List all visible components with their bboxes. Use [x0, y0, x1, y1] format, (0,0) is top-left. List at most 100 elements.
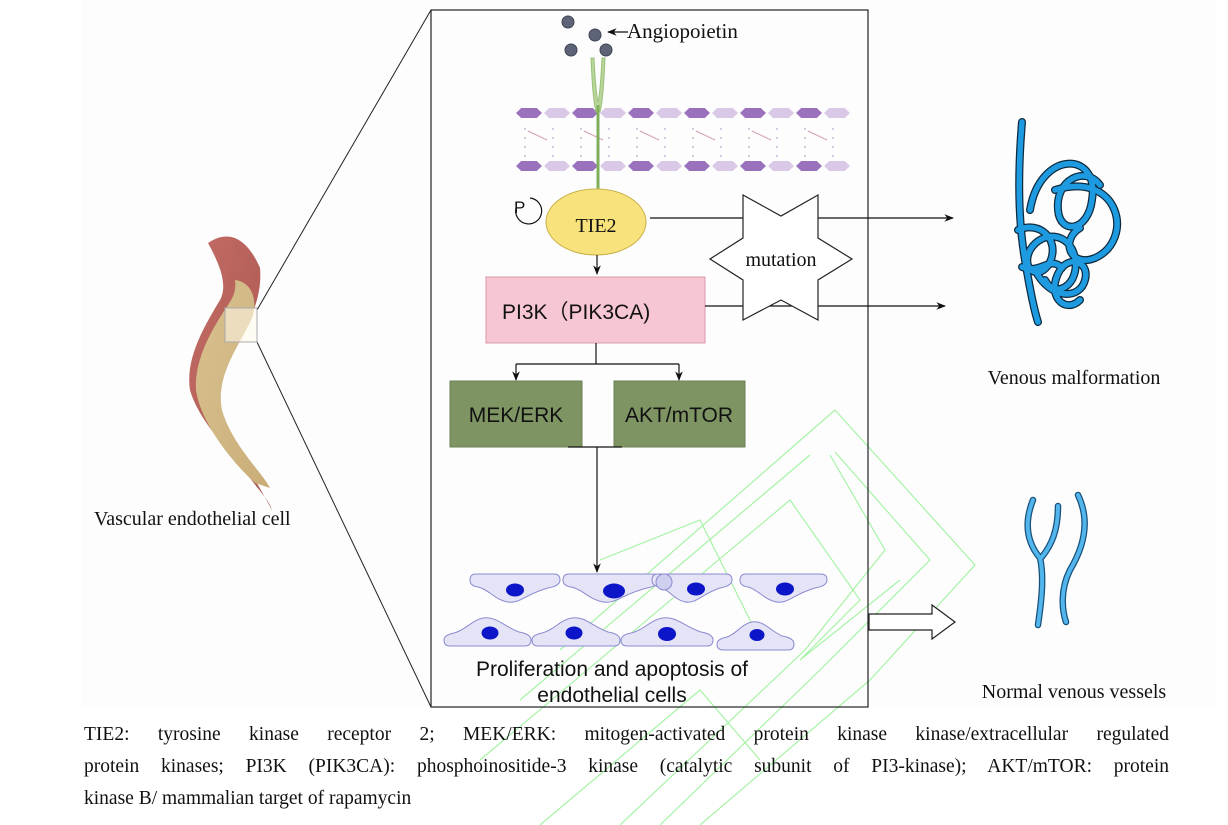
cell-nucleus: [658, 627, 676, 641]
ligand-dot: [564, 43, 578, 57]
mek-erk-box: [449, 380, 583, 448]
membrane-dot: [776, 137, 778, 139]
mutation-star: [708, 193, 854, 322]
cell-zoom-box: [430, 9, 869, 708]
membrane-dot: [636, 146, 638, 148]
ligand-dot: [561, 15, 575, 29]
membrane-dot: [832, 155, 834, 157]
ligand-label: Angiopoietin: [627, 19, 738, 43]
membrane-dot: [608, 155, 610, 157]
membrane-dot: [524, 155, 526, 157]
malformation-label: Venous malformation: [988, 367, 1161, 389]
vessel-label: Vascular endothelial cell: [94, 508, 291, 530]
membrane-lipid-head: [628, 161, 654, 171]
membrane-lipid-head: [824, 108, 850, 118]
caption-line-2: protein kinases; PI3K (PIK3CA): phosphoi…: [84, 756, 1169, 777]
membrane-dot: [720, 146, 722, 148]
tie2-receptor: [545, 188, 647, 256]
membrane-dot: [804, 137, 806, 139]
membrane-dot: [608, 128, 610, 130]
membrane-dot: [832, 146, 834, 148]
membrane-link: [695, 130, 716, 141]
membrane-link: [527, 130, 548, 141]
membrane-dot: [804, 128, 806, 130]
membrane-lipid-head: [628, 108, 654, 118]
membrane-lipid-head: [768, 161, 794, 171]
venous-malformation-illustration: [1014, 118, 1122, 326]
cells-label-line2: endothelial cells: [537, 684, 686, 707]
membrane-dot: [552, 146, 554, 148]
tie2-label: TIE2: [575, 215, 616, 237]
membrane-lipid-head: [572, 161, 598, 171]
membrane-dot: [636, 128, 638, 130]
zoom-line-top: [256, 9, 432, 311]
endothelial-cells: [443, 573, 828, 651]
membrane-dot: [804, 146, 806, 148]
phosphorylation-marker: P: [514, 197, 543, 225]
membrane-lipid-head: [516, 161, 542, 171]
membrane-lipid-head: [740, 108, 766, 118]
membrane-lipid-head: [544, 161, 570, 171]
membrane-dot: [552, 155, 554, 157]
akt-mtor-box: [613, 380, 746, 448]
membrane-dot: [776, 155, 778, 157]
membrane-lipid-head: [684, 108, 710, 118]
membrane-lipid-head: [544, 108, 570, 118]
pi3k-label: PI3K（PIK3CA): [502, 301, 650, 324]
membrane-link: [639, 130, 660, 141]
membrane-dot: [776, 128, 778, 130]
ligand-dot: [588, 28, 602, 42]
membrane-dot: [580, 155, 582, 157]
membrane-dot: [580, 128, 582, 130]
membrane-dot: [664, 137, 666, 139]
membrane-dot: [580, 146, 582, 148]
mek-erk-label: MEK/ERK: [469, 404, 564, 427]
membrane-dot: [832, 128, 834, 130]
membrane-dot: [608, 137, 610, 139]
cell-nucleus: [506, 583, 524, 597]
angiopoietin-ligands: [561, 15, 613, 57]
membrane-dot: [748, 128, 750, 130]
membrane-dot: [748, 137, 750, 139]
membrane-dot: [776, 146, 778, 148]
cell-nucleus: [565, 626, 583, 640]
normal-vessels-label: Normal venous vessels: [982, 681, 1167, 703]
membrane-dot: [804, 155, 806, 157]
membrane-lipid-head: [684, 161, 710, 171]
membrane-dot: [552, 128, 554, 130]
phospho-label: P: [514, 198, 525, 217]
membrane-dot: [636, 155, 638, 157]
akt-mtor-label: AKT/mTOR: [625, 404, 733, 427]
membrane-lipid-head: [600, 161, 626, 171]
membrane-dot: [692, 137, 694, 139]
membrane-dot: [748, 155, 750, 157]
membrane-dot: [832, 137, 834, 139]
membrane-dot: [748, 146, 750, 148]
membrane-dot: [720, 155, 722, 157]
ligand-dot: [599, 43, 613, 57]
membrane-lipid-head: [516, 108, 542, 118]
membrane-lipid-head: [600, 108, 626, 118]
membrane-dot: [636, 137, 638, 139]
cell-nucleus: [776, 582, 794, 596]
membrane-lipid-head: [656, 108, 682, 118]
cells-label-line1: Proliferation and apoptosis of: [476, 658, 748, 681]
membrane-dot: [524, 128, 526, 130]
membrane-lipid-head: [572, 108, 598, 118]
membrane-dot: [664, 146, 666, 148]
membrane-dot: [580, 137, 582, 139]
caption-line-1: TIE2: tyrosine kinase receptor 2; MEK/ER…: [84, 724, 1169, 745]
membrane-lipid-head: [712, 108, 738, 118]
membrane-dot: [692, 146, 694, 148]
receptor-stalk: [590, 57, 606, 205]
membrane-dot: [524, 146, 526, 148]
membrane-dot: [664, 155, 666, 157]
membrane-lipid-head: [740, 161, 766, 171]
cell-nucleus: [749, 629, 765, 641]
cell-membrane: [516, 108, 850, 171]
vessel-illustration: [189, 236, 272, 510]
membrane-dot: [692, 155, 694, 157]
membrane-link: [807, 130, 828, 141]
membrane-dot: [608, 146, 610, 148]
figure-background: [82, 0, 1216, 707]
